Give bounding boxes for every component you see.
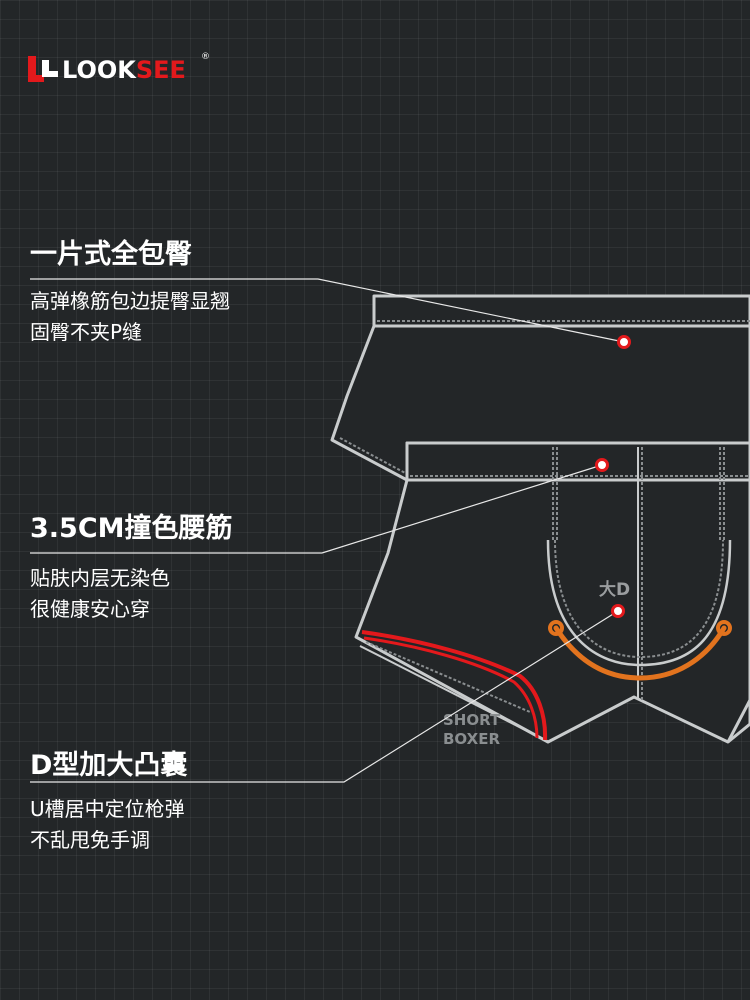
leader-line-3	[30, 610, 619, 783]
feature-desc-line: 高弹橡筋包边提臀显翘	[30, 289, 230, 313]
feature-desc-line: 很健康安心穿	[30, 597, 150, 621]
logo-wordmark: LOOKSEE	[62, 56, 186, 84]
u-groove-curve	[553, 625, 727, 681]
feature-title-d-pouch: D型加大凸囊	[30, 750, 188, 781]
feature-desc-line: 贴肤内层无染色	[30, 566, 170, 590]
brand-logo: LOOKSEE ®	[28, 52, 218, 88]
pouch-outline	[546, 539, 732, 667]
logo-mark-icon	[28, 56, 58, 82]
feature-title-full-coverage: 一片式全包臀	[30, 239, 192, 270]
leader-line-2	[30, 464, 603, 554]
feature-desc-line: 不乱甩免手调	[30, 828, 150, 852]
leg-trim-red	[361, 630, 548, 741]
feature-desc-line: U槽居中定位枪弹	[30, 797, 185, 821]
marker-2	[595, 458, 609, 472]
pouch-label: 大D	[599, 579, 630, 600]
marker-3	[611, 604, 625, 618]
marker-1	[617, 335, 631, 349]
registered-mark: ®	[201, 52, 210, 62]
feature-desc-line: 固臀不夹P缝	[30, 320, 143, 344]
style-label-boxer: BOXER	[443, 730, 500, 748]
feature-title-waistband: 3.5CM撞色腰筋	[30, 513, 233, 544]
style-label-short: SHORT	[443, 711, 501, 729]
leader-line-1	[30, 278, 625, 343]
